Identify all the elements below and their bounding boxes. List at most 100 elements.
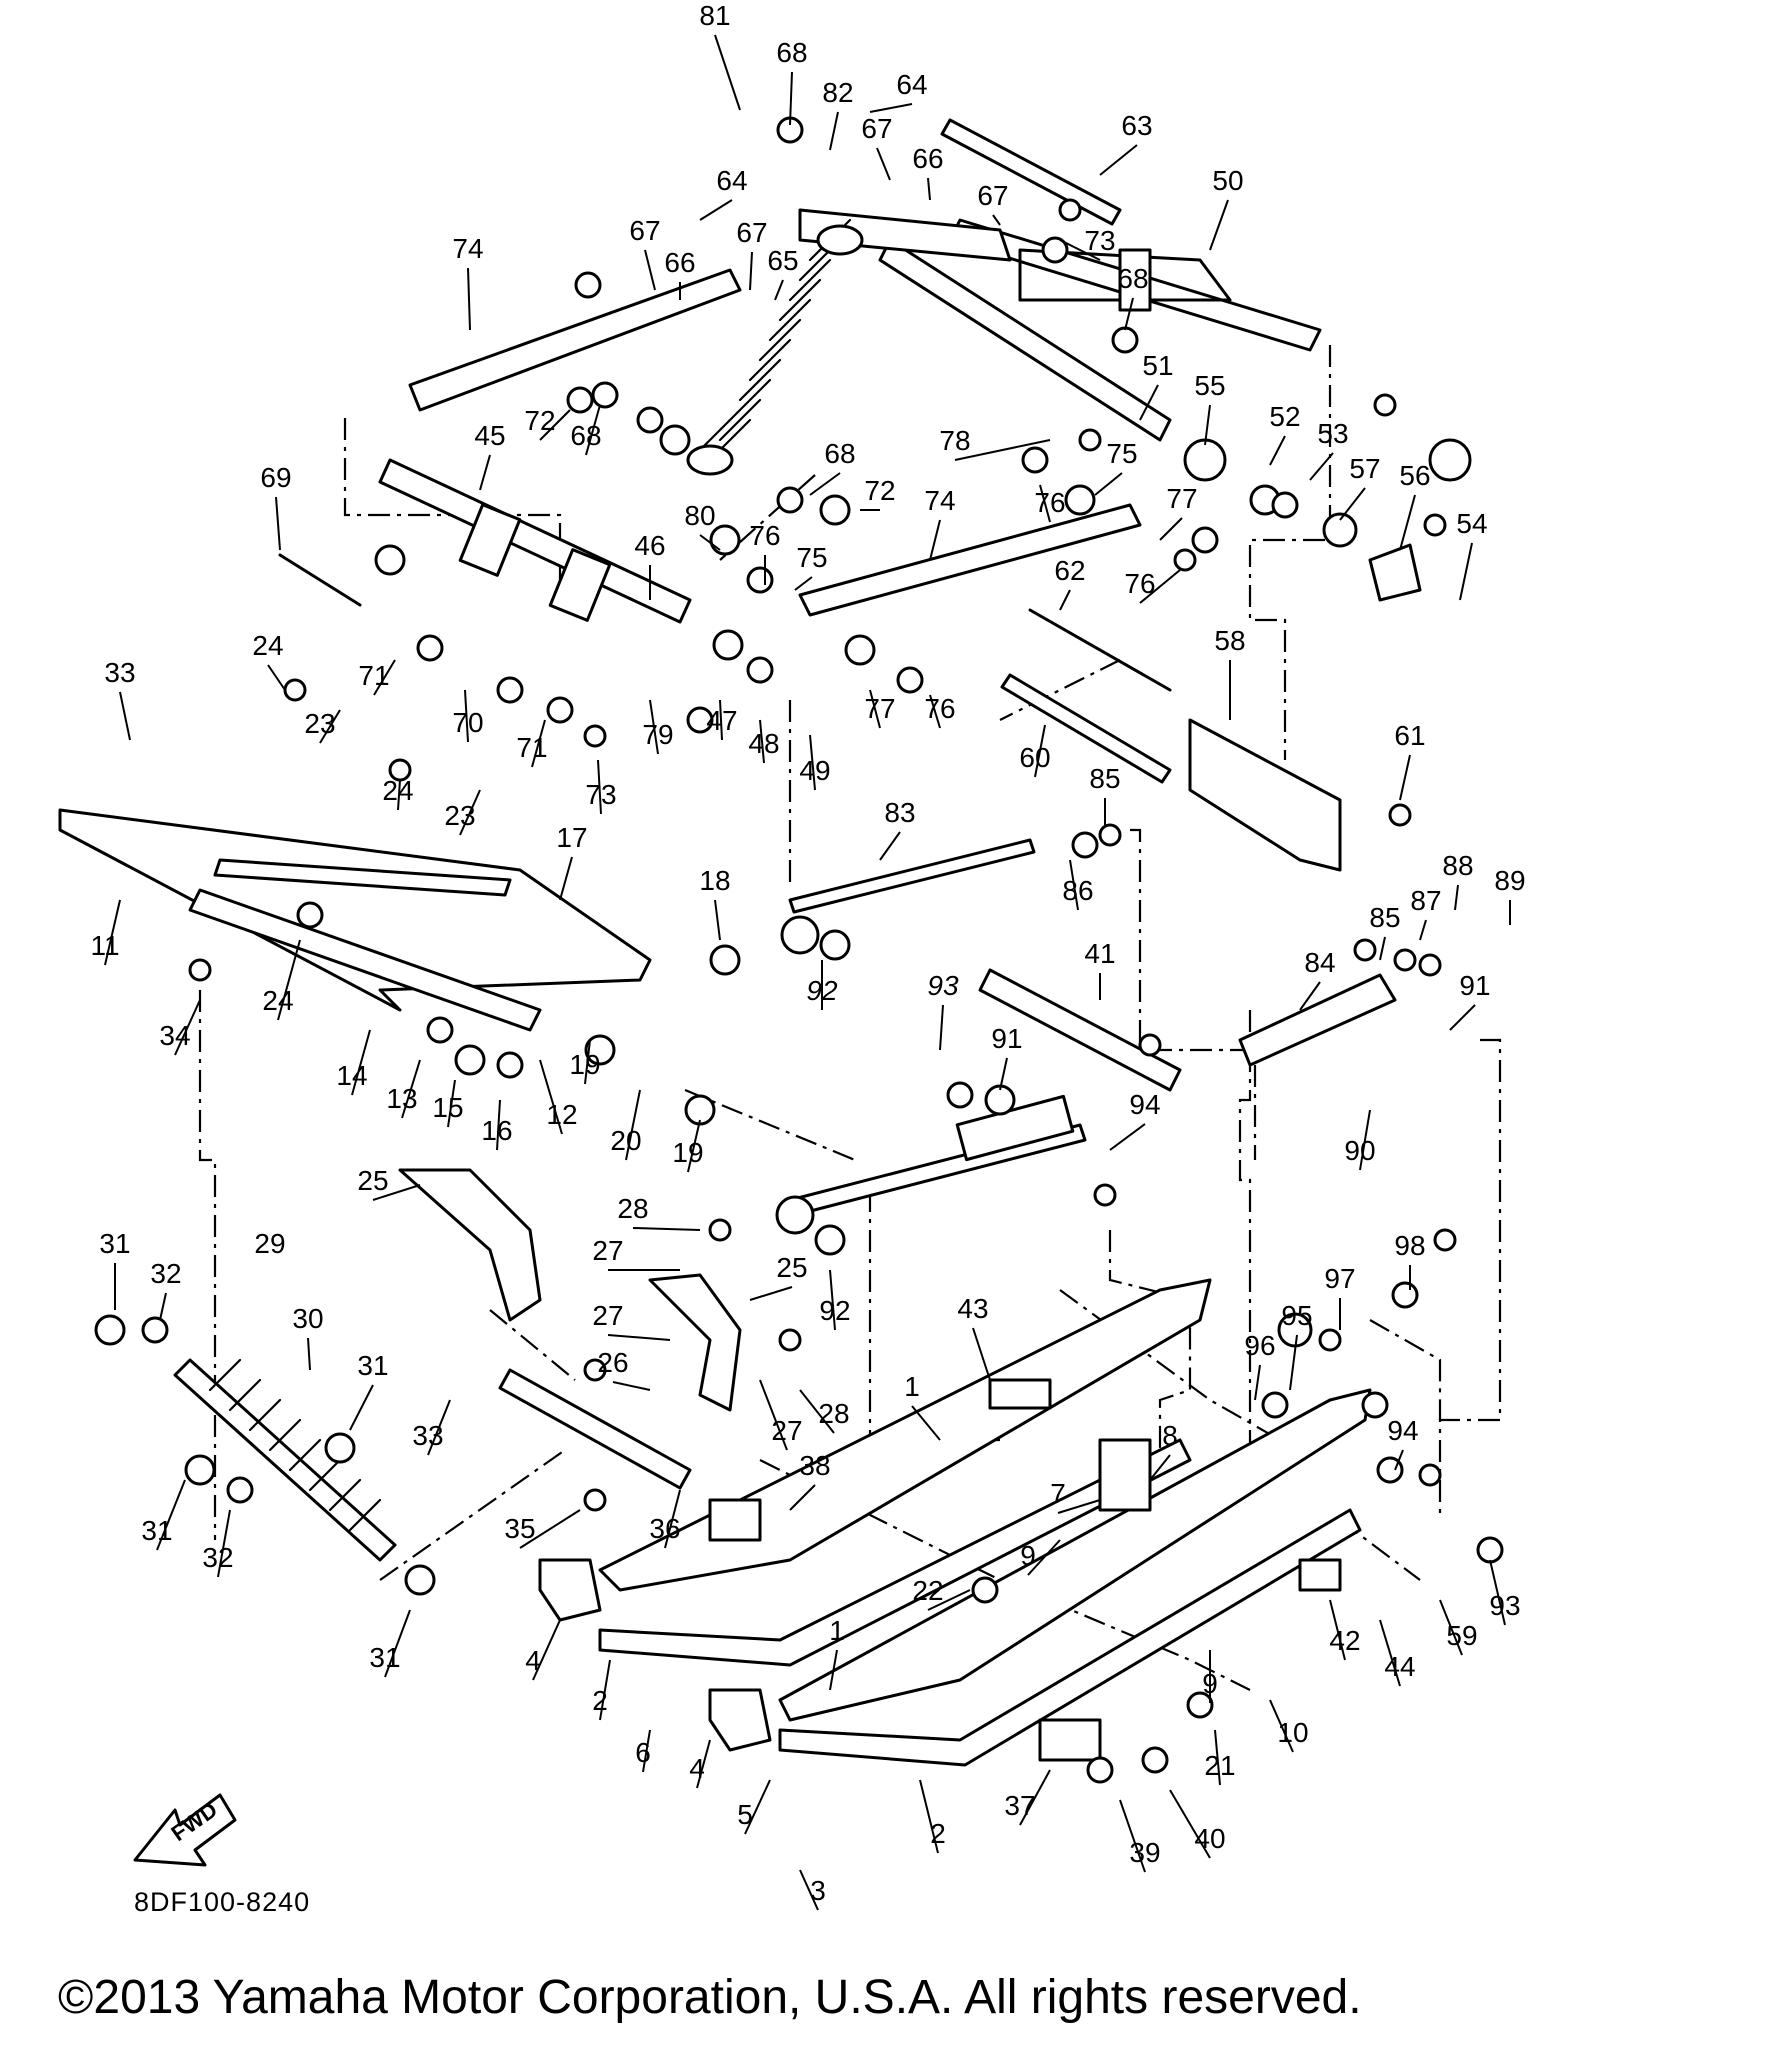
- callout-4: 4: [525, 1645, 541, 1676]
- callout-36: 36: [649, 1513, 680, 1544]
- callout-30: 30: [292, 1303, 323, 1334]
- callout-68: 68: [776, 37, 807, 68]
- callout-27: 27: [592, 1235, 623, 1266]
- leader-line-24: [397, 779, 401, 811]
- callout-51: 51: [1142, 350, 1173, 381]
- leader-line-39: [1119, 1799, 1146, 1873]
- callout-21: 21: [1204, 1750, 1235, 1781]
- callout-27: 27: [592, 1300, 623, 1331]
- leader-line-31: [349, 1384, 374, 1431]
- callout-67: 67: [629, 215, 660, 246]
- leader-line-36: [664, 1489, 681, 1549]
- callout-88: 88: [1442, 850, 1473, 881]
- leader-line-52: [1269, 435, 1286, 466]
- callout-14: 14: [336, 1060, 367, 1091]
- leader-line-67: [644, 249, 656, 291]
- callout-24: 24: [252, 630, 283, 661]
- callout-32: 32: [150, 1258, 181, 1289]
- callout-55: 55: [1194, 370, 1225, 401]
- callout-23: 23: [304, 708, 335, 739]
- callout-95: 95: [1281, 1300, 1312, 1331]
- leader-line-83: [879, 831, 901, 861]
- leader-line-70: [464, 689, 469, 743]
- callout-90: 90: [1344, 1135, 1375, 1166]
- leader-line-6: [642, 1729, 651, 1773]
- callout-1: 1: [904, 1371, 920, 1402]
- callout-31: 31: [141, 1515, 172, 1546]
- leader-line-67: [992, 214, 1001, 226]
- leader-line-85: [1379, 936, 1386, 961]
- callout-59: 59: [1446, 1620, 1477, 1651]
- leader-line-24: [277, 939, 301, 1021]
- callout-76: 76: [1034, 487, 1065, 518]
- leader-line-68: [1124, 297, 1134, 331]
- callout-98: 98: [1394, 1230, 1425, 1261]
- callout-23: 23: [444, 800, 475, 831]
- leader-line-34: [174, 999, 201, 1056]
- leader-line-32: [217, 1509, 231, 1578]
- leader-line-87: [1419, 919, 1427, 941]
- callout-68: 68: [824, 438, 855, 469]
- callout-78: 78: [939, 425, 970, 456]
- callout-19: 19: [672, 1137, 703, 1168]
- leader-line-75: [794, 576, 813, 591]
- leader-line-76: [1039, 484, 1051, 523]
- callout-91: 91: [991, 1023, 1022, 1054]
- callout-6: 6: [635, 1737, 651, 1768]
- leader-line-38: [789, 1484, 816, 1511]
- leader-line-54: [1459, 542, 1473, 601]
- callout-85: 85: [1089, 763, 1120, 794]
- leader-line-71: [373, 659, 396, 696]
- callout-38: 38: [799, 1450, 830, 1481]
- callout-28: 28: [617, 1193, 648, 1224]
- leader-line-31: [156, 1479, 186, 1551]
- leader-line-76: [929, 694, 941, 729]
- callout-32: 32: [202, 1542, 233, 1573]
- callout-67: 67: [977, 180, 1008, 211]
- callout-26: 26: [597, 1347, 628, 1378]
- leader-line-43: [972, 1327, 991, 1381]
- callout-20: 20: [610, 1125, 641, 1156]
- leader-line-22: [927, 1589, 971, 1611]
- leader-line-45: [479, 454, 491, 491]
- leader-line-61: [1399, 754, 1411, 801]
- callout-74: 74: [452, 233, 483, 264]
- callout-33: 33: [104, 657, 135, 688]
- leader-line-37: [1019, 1769, 1051, 1826]
- leader-line-78: [954, 439, 1051, 461]
- callout-93: 93: [1489, 1590, 1520, 1621]
- leader-line-69: [275, 496, 281, 551]
- leader-line-19: [584, 1039, 591, 1085]
- callout-67: 67: [861, 113, 892, 144]
- leader-line-26: [612, 1381, 651, 1391]
- callout-62: 62: [1054, 555, 1085, 586]
- callout-60: 60: [1019, 742, 1050, 773]
- callout-37: 37: [1004, 1790, 1035, 1821]
- callout-9: 9: [1020, 1540, 1036, 1571]
- callout-71: 71: [516, 732, 547, 763]
- callout-18: 18: [699, 865, 730, 896]
- leader-line-19: [687, 1119, 701, 1173]
- leader-line-20: [625, 1089, 641, 1161]
- leader-line-94: [1394, 1449, 1404, 1471]
- callout-50: 50: [1212, 165, 1243, 196]
- callout-8: 8: [1162, 1420, 1178, 1451]
- callout-96: 96: [1244, 1330, 1275, 1361]
- leader-line-27: [607, 1334, 671, 1341]
- callout-7: 7: [1050, 1478, 1066, 1509]
- callout-68: 68: [570, 420, 601, 451]
- callout-19: 19: [569, 1049, 600, 1080]
- callout-85: 85: [1369, 902, 1400, 933]
- leader-line-74: [929, 519, 941, 561]
- leader-line-50: [1209, 199, 1229, 251]
- callout-41: 41: [1084, 938, 1115, 969]
- leader-line-14: [351, 1029, 371, 1096]
- leader-line-82: [829, 111, 839, 151]
- leader-line-17: [559, 856, 573, 901]
- leader-line-55: [1204, 404, 1211, 446]
- callout-75: 75: [1106, 438, 1137, 469]
- callout-69: 69: [260, 462, 291, 493]
- callout-16: 16: [481, 1115, 512, 1146]
